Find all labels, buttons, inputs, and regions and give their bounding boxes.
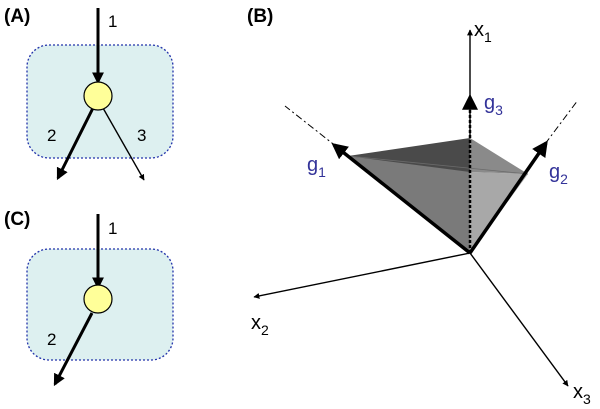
axis-x1-label: x1 — [474, 19, 492, 45]
generator-g1 — [331, 143, 472, 255]
panel-b: (B) x1 x2 x3 g1 g2 g3 — [247, 6, 591, 407]
node-c — [83, 284, 113, 314]
g2-extension — [544, 99, 579, 145]
axis-x2 — [253, 252, 471, 299]
panel-c: (C) 1 2 — [4, 209, 174, 387]
edge-out-c — [53, 312, 94, 387]
panel-a: (A) 1 2 3 — [4, 6, 174, 181]
generator-g1-label: g1 — [307, 154, 326, 180]
edge-out-right-a — [102, 107, 145, 181]
edge-label-2-a: 2 — [47, 126, 56, 145]
panel-b-label: (B) — [247, 6, 273, 27]
axis-x3-label: x3 — [573, 381, 591, 407]
cone-face-back — [470, 138, 528, 174]
generator-g2-label: g2 — [549, 161, 568, 187]
panel-a-label: (A) — [4, 6, 30, 27]
edge-label-2-c: 2 — [47, 330, 56, 349]
generator-g3-label: g3 — [484, 92, 503, 118]
edge-label-1-c: 1 — [108, 219, 117, 238]
edge-label-3-a: 3 — [137, 126, 146, 145]
cone-edge-front — [347, 155, 529, 175]
edge-label-1-a: 1 — [108, 12, 117, 31]
axis-x2-label: x2 — [251, 312, 269, 338]
g1-extension — [284, 105, 338, 148]
axis-x3 — [469, 252, 569, 387]
node-a — [83, 81, 113, 111]
edge-out-left-a — [56, 107, 95, 181]
generator-g2 — [468, 140, 548, 254]
panel-c-label: (C) — [4, 209, 30, 230]
